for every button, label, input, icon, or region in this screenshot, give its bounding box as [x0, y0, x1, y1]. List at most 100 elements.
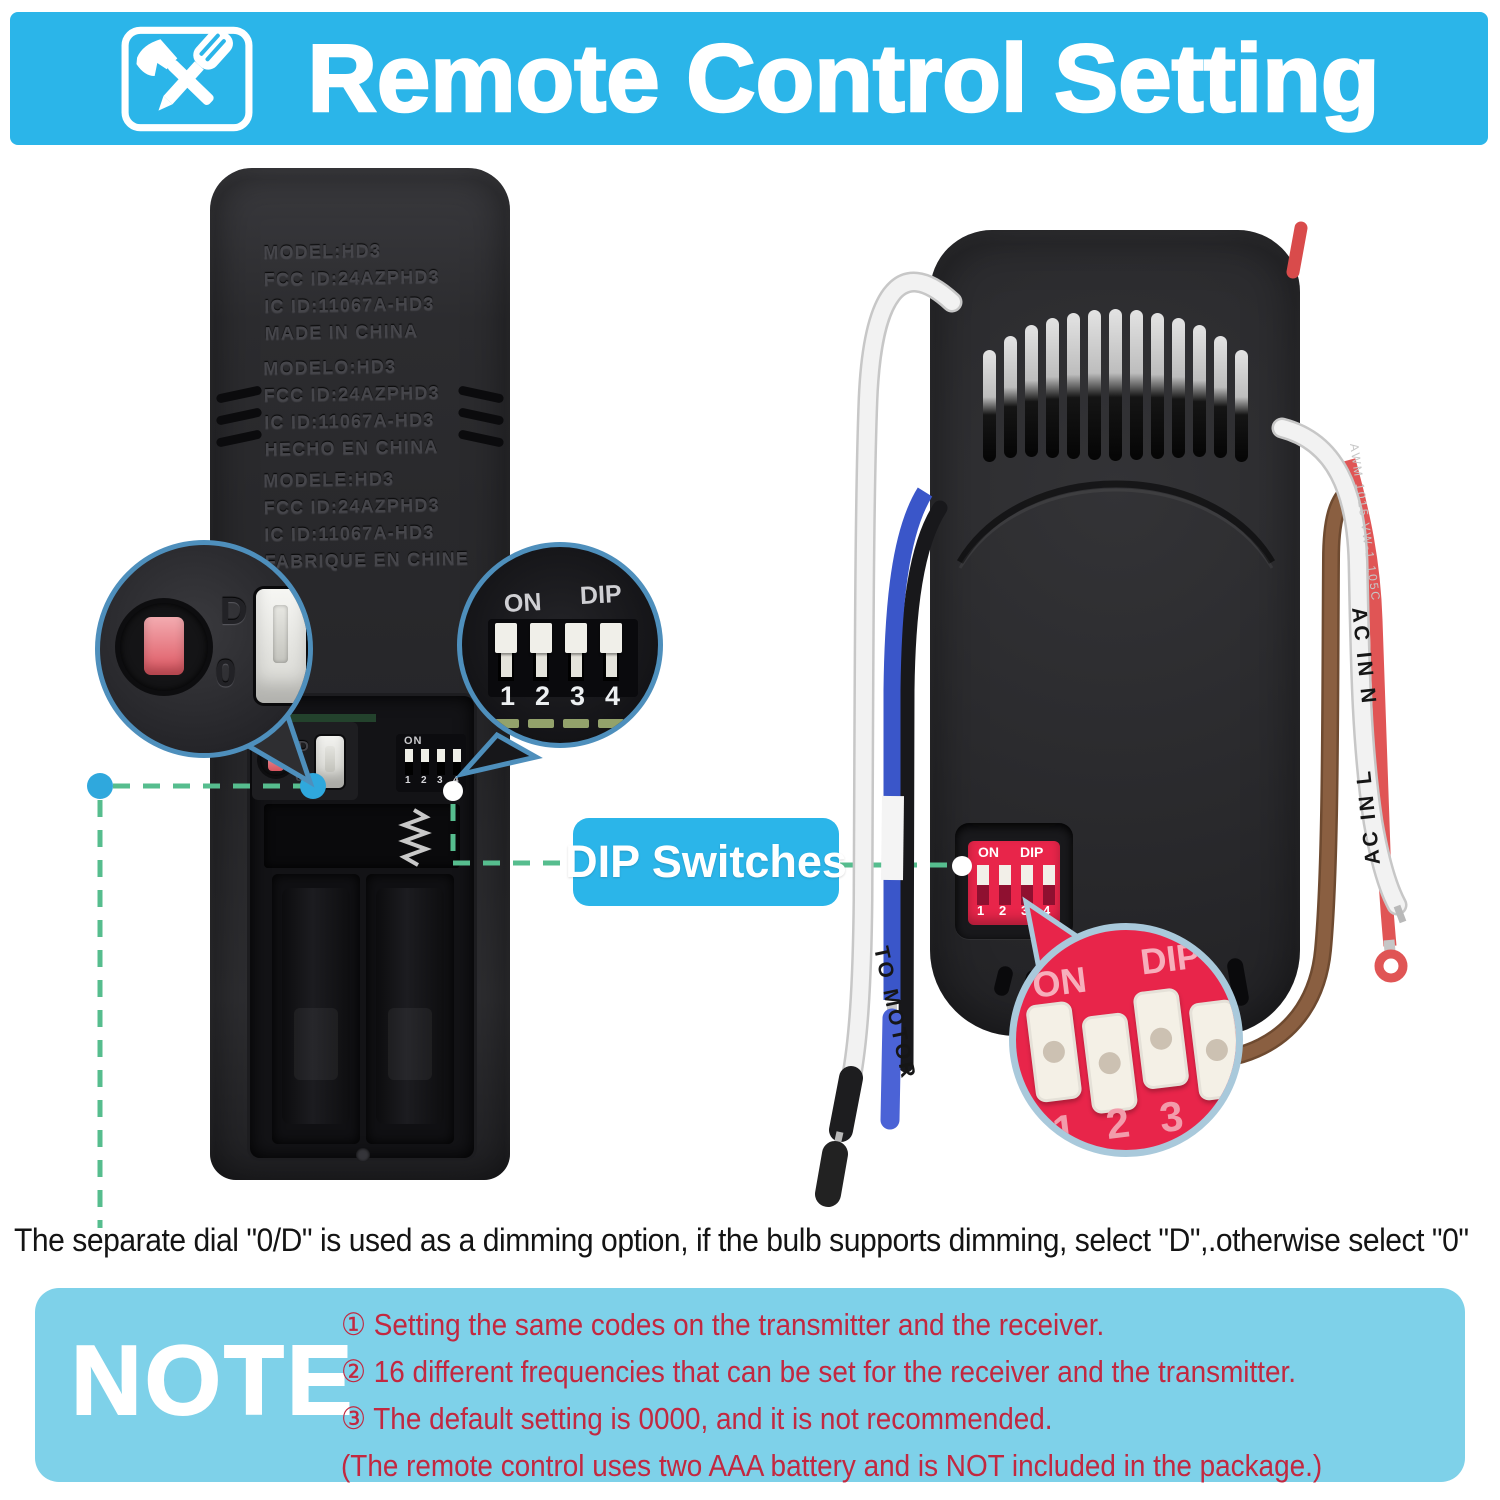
heat-shrink — [829, 1066, 863, 1142]
dip-slot — [437, 749, 445, 775]
slide-switch — [316, 736, 344, 788]
dip-slider — [1080, 1011, 1139, 1115]
dip-slider — [530, 623, 552, 653]
bare-wire-strands — [1393, 904, 1407, 924]
note-item: ③ The default setting is 0000, and it is… — [341, 1401, 1053, 1436]
receiver-vent — [1046, 318, 1059, 458]
receiver-vent — [1088, 310, 1101, 460]
dip-number: 1 — [1049, 1104, 1079, 1155]
receiver-vent — [1172, 318, 1185, 458]
receiver-dip-zoom-content: ON DIP 1 2 3 4 — [1016, 930, 1236, 1155]
vent-slot — [215, 407, 263, 426]
note-item: (The remote control uses two AAA battery… — [341, 1448, 1323, 1483]
dip-switches-label: DIP Switches — [565, 818, 847, 906]
dip-number: 4 — [605, 681, 621, 711]
dip-number: 1 — [405, 775, 411, 786]
dimming-note: The separate dial "0/D" is used as a dim… — [14, 1222, 1469, 1258]
receiver-vent — [1235, 350, 1248, 462]
vent-slot — [457, 407, 505, 426]
receiver-vent — [1067, 313, 1080, 459]
to-motor-label: TO MOTOR — [869, 944, 920, 1082]
dip-number: 4 — [453, 775, 459, 786]
dip-number: 3 — [570, 681, 586, 711]
vent-slot — [215, 429, 263, 448]
vent-slot — [215, 385, 263, 404]
red-wire — [1342, 458, 1397, 947]
receiver-vent — [1151, 313, 1164, 459]
dip-on-label: ON — [1030, 958, 1089, 1006]
dip-slider — [1043, 865, 1055, 885]
battery-bay — [366, 874, 454, 1144]
dial-letter-0: 0 — [295, 768, 304, 785]
dip-slider — [977, 865, 989, 885]
battery — [376, 888, 444, 1124]
crimp — [1383, 939, 1396, 953]
slide-switch-zoom — [256, 589, 306, 703]
receiver-dip-recess: ON DIP 1 2 3 4 — [955, 823, 1073, 939]
ac-in-n-label: AC IN N — [1347, 606, 1380, 707]
receiver-unit: ON DIP 1 2 3 4 — [930, 230, 1300, 1036]
note-title: NOTE — [70, 1324, 356, 1436]
ring-terminal — [1374, 949, 1408, 983]
dial-letter-d: D — [298, 738, 309, 755]
vent-slot — [457, 385, 505, 404]
dial-line-dot — [87, 773, 113, 799]
wire-marking: AWM 1015 VW-1 105C — [1347, 442, 1383, 602]
dip-slider — [1188, 998, 1236, 1102]
header-banner: Remote Control Setting — [10, 12, 1488, 145]
dip-slider — [495, 623, 517, 653]
dip-on-label: ON — [503, 588, 543, 618]
blue-wire-label-band — [881, 795, 904, 881]
receiver-vent — [1109, 309, 1122, 461]
receiver-vent — [1025, 325, 1038, 457]
receiver-dip-zoom-callout: ON DIP 1 2 3 4 — [1009, 923, 1243, 1157]
dimmer-dial — [260, 744, 292, 776]
dial-red-knob — [268, 749, 284, 771]
battery-compartment: D 0 ON 1 2 3 4 — [250, 696, 474, 1162]
dip-slider — [453, 749, 461, 762]
blue-wire-sleeve — [880, 1008, 902, 1130]
ac-in-l-label: AC IN L — [1352, 767, 1385, 866]
dip-number: 4 — [1043, 903, 1051, 918]
solder-pad — [493, 719, 519, 728]
note-item: ① Setting the same codes on the transmit… — [341, 1307, 1105, 1342]
wire-end-cap — [815, 1141, 848, 1207]
dip-on-label: ON — [978, 844, 999, 860]
dip-number: 3 — [1021, 903, 1029, 918]
remote-dip-switch: ON 1 2 3 4 — [396, 734, 466, 792]
dip-slider — [1132, 987, 1190, 1091]
dial-letter-d-zoom: D — [220, 591, 248, 633]
bare-wire — [832, 1131, 844, 1151]
dip-slider-stem — [536, 653, 547, 677]
dip-slider-stem — [501, 653, 512, 677]
receiver-vent — [1214, 336, 1227, 458]
dip-slider-stem — [571, 653, 582, 677]
dip-slider — [421, 749, 429, 762]
battery — [282, 888, 350, 1124]
note-items: ① Setting the same codes on the transmit… — [341, 1301, 1367, 1489]
dip-slider-stem — [606, 653, 617, 677]
dip-slider — [1021, 865, 1033, 885]
dip-slider — [437, 749, 445, 762]
receiver-vent — [983, 350, 996, 462]
dial-letter-0-zoom: 0 — [215, 653, 237, 695]
receiver-vent — [1004, 336, 1017, 458]
receiver-vent — [1130, 310, 1143, 460]
dial-red-knob-zoom — [144, 617, 184, 675]
blue-wire — [883, 487, 933, 1000]
battery-bay — [272, 874, 360, 1144]
battery-spring — [398, 808, 432, 867]
dip-number: 3 — [1156, 1091, 1186, 1142]
note-item: ② 16 different frequencies that can be s… — [341, 1354, 1297, 1389]
dip-number: 1 — [500, 681, 516, 711]
dip-number: 2 — [421, 775, 427, 786]
dip-number: 2 — [535, 681, 551, 711]
dip-slider — [405, 749, 413, 762]
tools-icon — [121, 26, 253, 131]
compartment-window — [264, 804, 460, 868]
dip-slider — [999, 865, 1011, 885]
